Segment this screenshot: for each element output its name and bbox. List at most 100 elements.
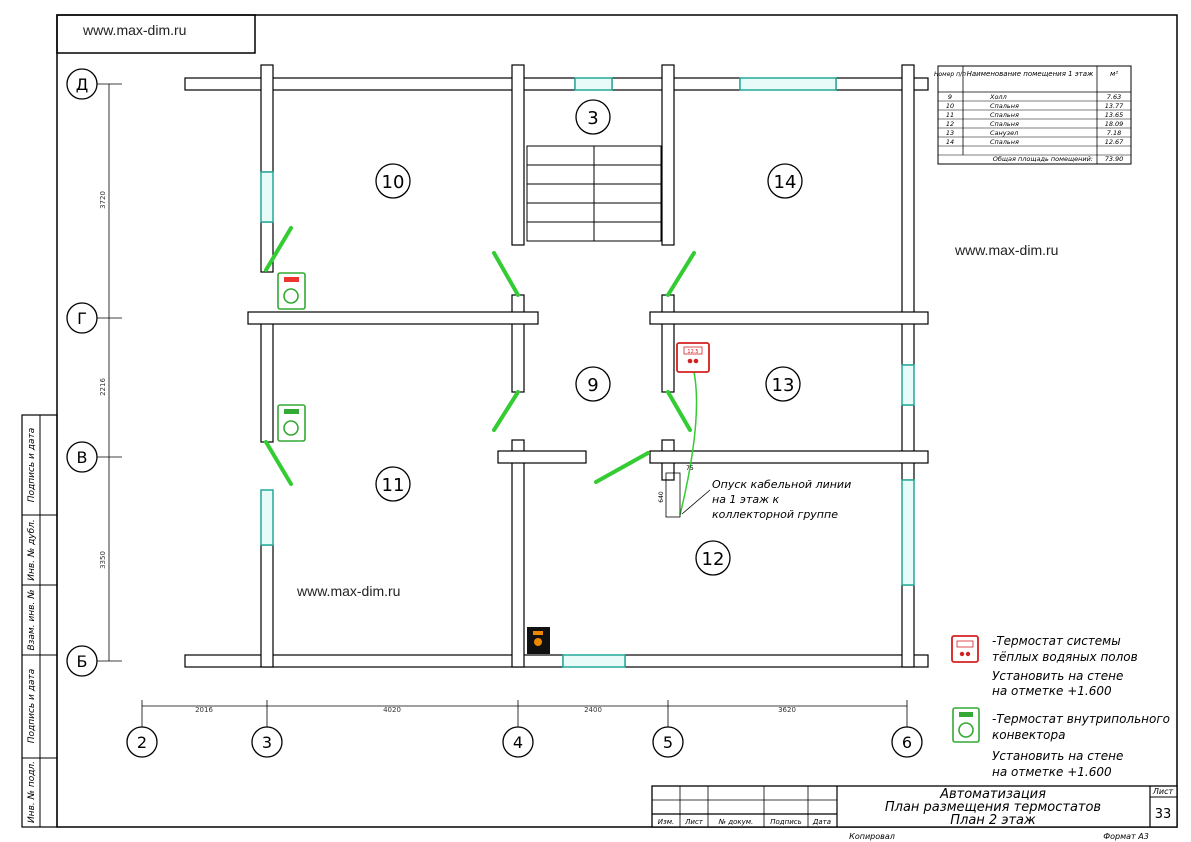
- watermark-link[interactable]: www.max-dim.ru: [297, 583, 401, 599]
- cable-note-line: Опуск кабельной линии: [712, 478, 851, 491]
- title-block-col: Подпись: [770, 818, 802, 826]
- cable-note-line: на 1 этаж к: [712, 493, 780, 506]
- table-cell: 12: [946, 120, 954, 128]
- table-cell: 14: [946, 138, 954, 146]
- legend-text: -Термостат системы: [992, 634, 1121, 648]
- convector-thermostat-icon: [277, 404, 306, 442]
- legend-text: тёплых водяных полов: [992, 650, 1138, 664]
- legend-text: Установить на стене: [992, 749, 1123, 763]
- room-number: 14: [774, 172, 797, 193]
- dimension-label: 4020: [383, 706, 401, 714]
- title-block-col: Лист: [684, 818, 704, 826]
- doors: [264, 226, 696, 486]
- dimension-label: 2216: [99, 378, 107, 396]
- table-cell: 18.09: [1105, 120, 1124, 128]
- axis-label: В: [77, 448, 88, 467]
- dimension-label: 640: [658, 491, 665, 503]
- legend-text: на отметке +1.600: [992, 765, 1112, 779]
- format-label: Формат А3: [1103, 832, 1149, 841]
- windows: [260, 77, 915, 668]
- dimension-label: 3620: [778, 706, 796, 714]
- sheet-label: Лист: [1152, 787, 1174, 796]
- title-line: План 2 этаж: [950, 813, 1036, 828]
- room-number: 10: [382, 172, 405, 193]
- dimension-label: 2400: [584, 706, 602, 714]
- walls: [184, 64, 929, 668]
- dimensions: 3720 2216 3350 2016 4020 2400 3620: [99, 191, 796, 714]
- room-number: 12: [702, 549, 725, 570]
- legend-green-thermostat-icon: [952, 707, 980, 743]
- title-block: Изм. Лист № докум. Подпись Дата Автомати…: [651, 785, 1178, 841]
- thermostat-display: 12.5: [687, 349, 698, 355]
- axis-label: Г: [77, 309, 87, 328]
- table-cell: Санузел: [990, 129, 1018, 137]
- dimension-label: 75: [686, 465, 694, 472]
- table-header: Наименование помещения 1 этаж: [967, 70, 1094, 78]
- side-stamp-text: Инв. № подл.: [27, 761, 37, 823]
- table-cell: 7.18: [1107, 129, 1121, 137]
- title-block-col: Изм.: [658, 818, 674, 826]
- axis-label: 5: [663, 733, 673, 752]
- table-cell: Спальня: [990, 138, 1019, 146]
- convector-thermostat-icon: [277, 272, 306, 310]
- axis-bubbles-letters: Д Г В Б: [66, 68, 98, 677]
- axis-label: 3: [262, 733, 272, 752]
- watermark-link[interactable]: www.max-dim.ru: [955, 242, 1059, 258]
- dimension-label: 3720: [99, 191, 107, 209]
- table-cell: 12.67: [1105, 138, 1124, 146]
- collector-icon: [527, 627, 550, 654]
- side-stamp-text: Взам. инв. №: [27, 589, 37, 650]
- sheet-number: 33: [1155, 807, 1172, 822]
- side-stamp-text: Подпись и дата: [27, 669, 37, 744]
- staircase: [526, 145, 662, 242]
- title-block-col: № докум.: [718, 818, 754, 826]
- axis-label: 4: [513, 733, 523, 752]
- table-cell: 9: [948, 93, 952, 101]
- room-number: 3: [587, 108, 598, 129]
- axis-bubbles-numbers: 2 3 4 5 6: [126, 726, 923, 758]
- top-left-stamp-box: [56, 14, 256, 54]
- watermark-link[interactable]: www.max-dim.ru: [83, 22, 187, 38]
- copied-label: Копировал: [849, 832, 895, 841]
- table-cell: 13: [946, 129, 954, 137]
- table-cell: 7.63: [1107, 93, 1121, 101]
- axis-lines: [97, 83, 908, 727]
- cable-note-line: коллекторной группе: [712, 508, 838, 521]
- side-stamp: Подпись и дата Инв. № дубл. Взам. инв. №…: [21, 414, 58, 828]
- floor-heating-thermostat-icon: 12.5: [676, 342, 710, 373]
- side-stamp-text: Подпись и дата: [27, 428, 37, 503]
- room-number: 11: [382, 475, 405, 496]
- room-number: 13: [772, 375, 795, 396]
- legend-text: на отметке +1.600: [992, 684, 1112, 698]
- legend-text: -Термостат внутрипольного: [992, 712, 1170, 726]
- title-line: Автоматизация: [939, 787, 1046, 802]
- legend-text: конвектора: [992, 728, 1065, 742]
- dimension-label: 3350: [99, 551, 107, 569]
- table-cell: Холл: [989, 93, 1007, 101]
- room-table: Номер п/п Наименование помещения 1 этаж …: [934, 65, 1132, 165]
- dimension-label: 2016: [195, 706, 213, 714]
- room-number: 9: [587, 375, 598, 396]
- table-header: м²: [1110, 70, 1118, 78]
- table-cell: 13.77: [1105, 102, 1124, 110]
- axis-label: 2: [137, 733, 147, 752]
- table-total-value: 73.90: [1105, 155, 1124, 163]
- axis-label: Д: [76, 75, 89, 94]
- table-cell: Спальня: [990, 120, 1019, 128]
- legend: -Термостат системы тёплых водяных полов …: [951, 634, 1170, 779]
- table-cell: Спальня: [990, 102, 1019, 110]
- axis-label: 6: [902, 733, 912, 752]
- table-cell: Спальня: [990, 111, 1019, 119]
- side-stamp-text: Инв. № дубл.: [27, 519, 37, 581]
- table-cell: 11: [946, 111, 954, 119]
- title-line: План размещения термостатов: [885, 800, 1101, 815]
- table-cell: 13.65: [1105, 111, 1124, 119]
- table-cell: 10: [946, 102, 954, 110]
- room-labels: 3 10 14 9 13 11 12: [375, 99, 803, 576]
- axis-label: Б: [77, 652, 88, 671]
- legend-text: Установить на стене: [992, 669, 1123, 683]
- cable-line: 75 640 Опуск кабельной линии на 1 этаж к…: [658, 371, 851, 521]
- table-header: Номер п/п: [934, 71, 966, 78]
- title-block-col: Дата: [812, 818, 831, 826]
